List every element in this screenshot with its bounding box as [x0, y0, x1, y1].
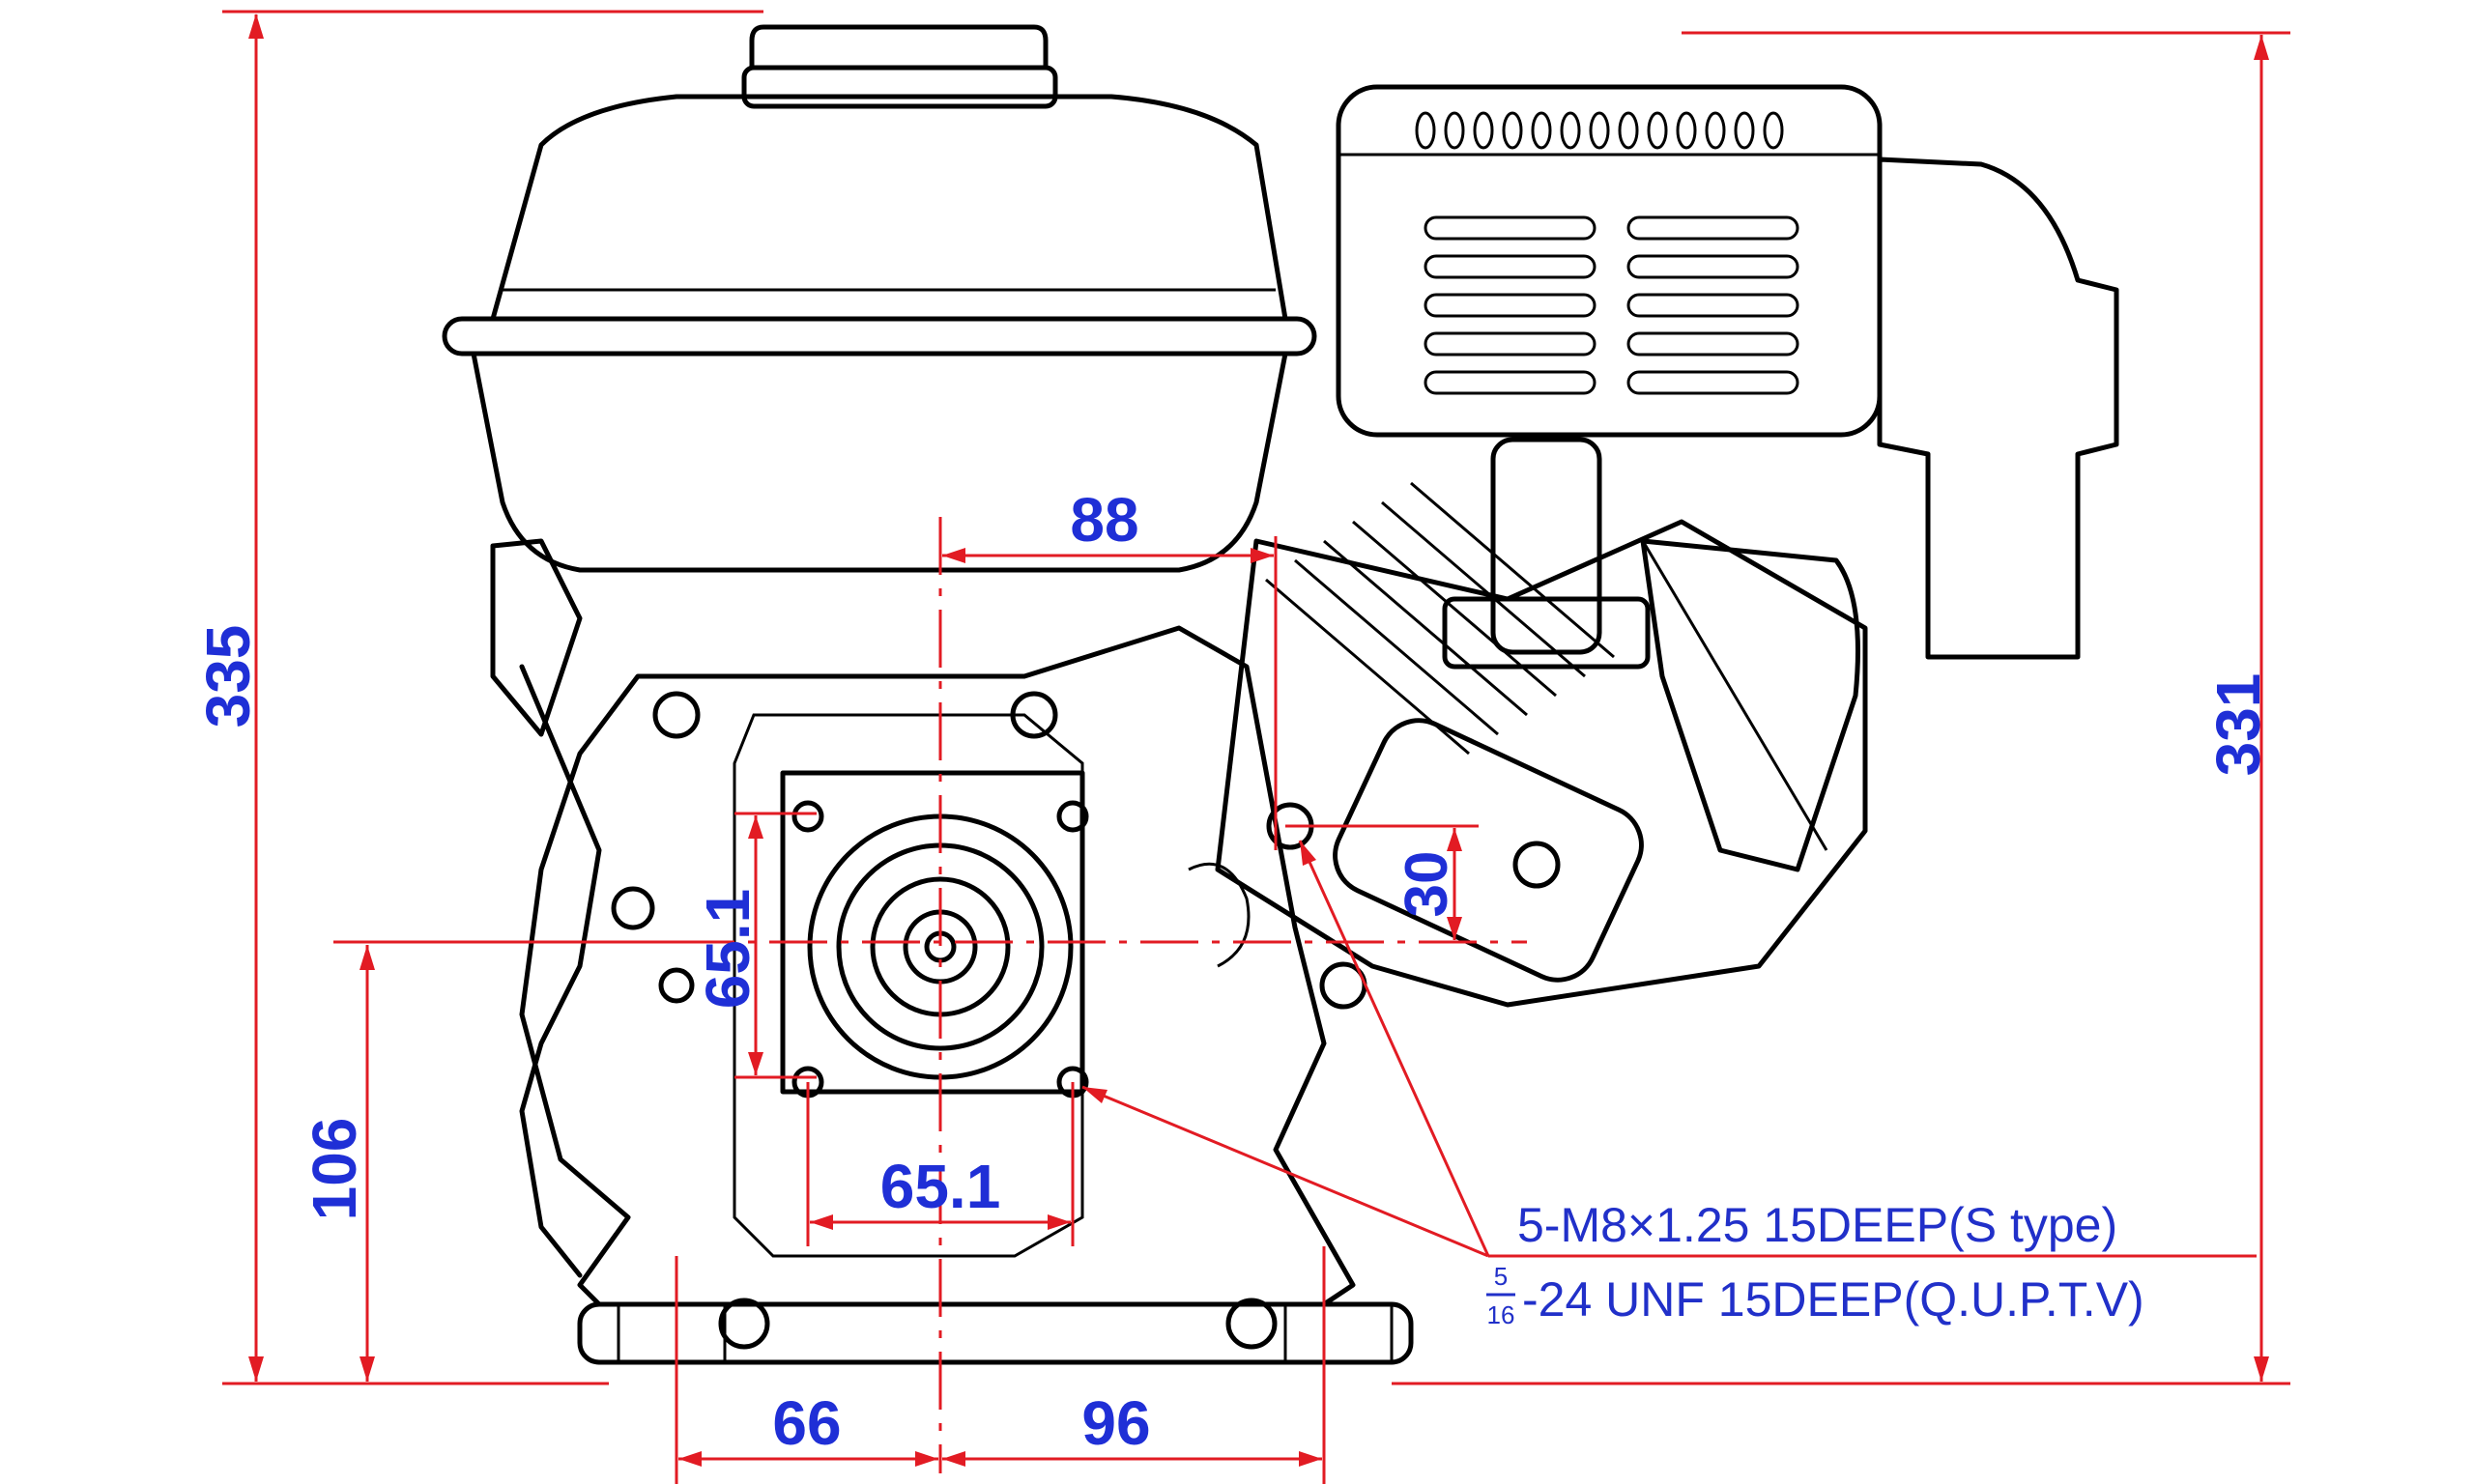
cylinder-fins	[1265, 481, 1615, 756]
dim-65-1-horizontal-label: 65.1	[880, 1152, 1001, 1221]
thread-spec-notes: 5-M8×1.25 15DEEP(S type) 5 16 -24 UNF 15…	[1486, 1198, 2144, 1329]
dim-66-label: 66	[772, 1388, 841, 1458]
dim-30-label: 30	[1394, 851, 1460, 918]
thread-note-s-type: 5-M8×1.25 15DEEP(S type)	[1517, 1198, 2117, 1252]
fraction-numerator: 5	[1494, 1262, 1508, 1291]
thread-note-unf: -24 UNF 15DEEP(Q.U.P.T.V)	[1522, 1272, 2144, 1327]
dim-106-label: 106	[300, 1118, 369, 1221]
dim-96-label: 96	[1081, 1388, 1150, 1458]
fraction-denominator: 16	[1487, 1300, 1515, 1329]
vent-holes-row	[1415, 111, 1784, 150]
cooling-slots	[1424, 215, 1799, 395]
dimension-labels: 335 331 106 65.1 65.1 88 30 66 96	[193, 485, 2273, 1458]
dim-331-label: 331	[2203, 673, 2273, 777]
dimension-lines	[222, 10, 2290, 1484]
dim-65-1-vertical-label: 65.1	[693, 889, 762, 1010]
dim-335-label: 335	[193, 625, 263, 728]
engine-outline	[442, 24, 2119, 1365]
dim-88-label: 88	[1070, 485, 1138, 555]
